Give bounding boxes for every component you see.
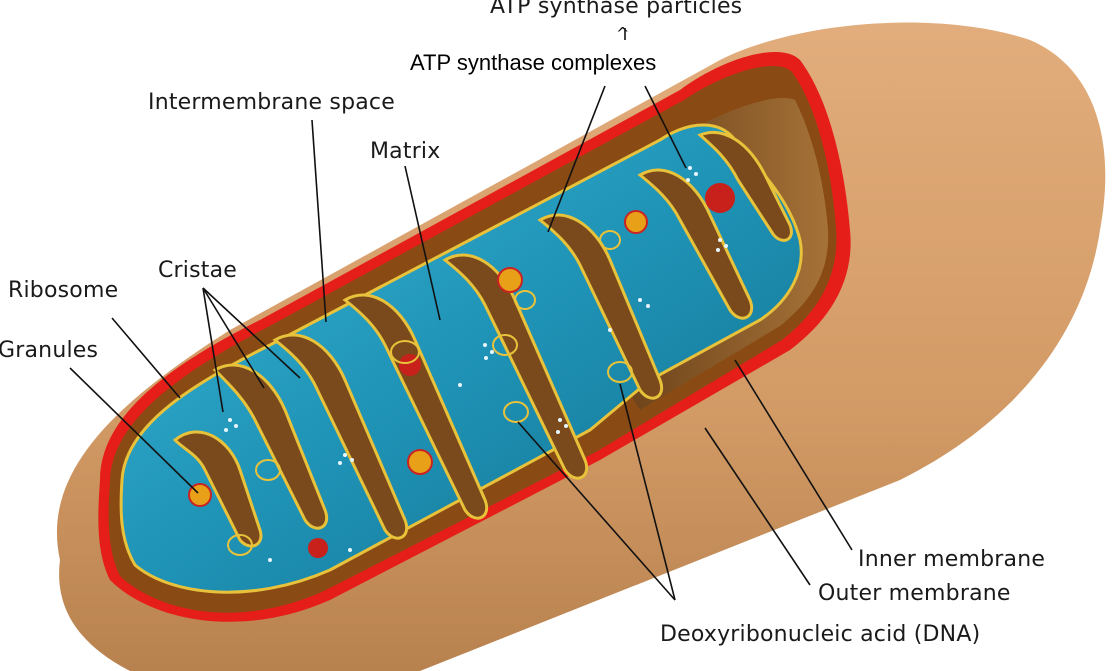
crista-8 [697,130,793,242]
crista-3 [272,333,409,540]
leader-outer-membrane [704,427,811,586]
leader-cristae-1 [202,287,224,413]
dna-ring [390,340,420,364]
leader-atp-complexes-2 [644,85,687,169]
granule [497,267,523,293]
ribosome-dot [308,538,328,558]
label-atp-synthase-complexes: ATP synthase complexes [402,48,665,78]
label-cristae: Cristae [158,258,238,283]
leader-inner-membrane [734,359,853,551]
ribosome-dot [705,183,735,213]
granule [624,210,648,234]
label-granules: Granules [0,338,99,363]
leader-cristae-2 [202,287,265,389]
crista-7 [637,168,754,320]
ribosomes [308,183,735,558]
crista-1 [172,430,263,548]
leader-granules [69,367,199,494]
granule [407,449,433,475]
leader-dna-2 [619,383,676,601]
label-dna: Deoxyribonucleic acid (DNA) [660,622,981,647]
leader-atp-complexes-1 [547,85,606,233]
label-inner-membrane: Inner membrane [858,547,1046,572]
dna-ring [599,230,621,250]
particles [224,166,728,562]
dna-ring [255,459,281,481]
leader-lines [69,28,853,601]
dna-ring [492,334,518,356]
dna-ring [503,401,529,423]
matrix-region [119,123,803,594]
crista-5 [442,253,589,480]
cristae-folds [172,130,793,548]
atp-arrow-icon: ^ [616,24,630,43]
crista-6 [537,213,664,400]
leader-intermembrane [311,119,327,323]
dna-ring [514,290,536,310]
label-ribosome: Ribosome [8,278,119,303]
label-outer-membrane: Outer membrane [818,581,1011,606]
label-intermembrane-space: Intermembrane space [148,90,395,115]
leader-cristae-3 [202,287,301,379]
crista-4 [342,293,489,520]
leader-ribosome [111,317,181,399]
dna-rings [227,230,633,556]
dna-ring [607,361,633,383]
leader-matrix [404,165,441,321]
leader-dna-1 [517,421,676,601]
dna-ring [227,534,253,556]
crista-2 [212,363,329,530]
label-matrix: Matrix [370,139,441,164]
label-atp-synthase-particles: ATP synthase particles [490,0,743,19]
